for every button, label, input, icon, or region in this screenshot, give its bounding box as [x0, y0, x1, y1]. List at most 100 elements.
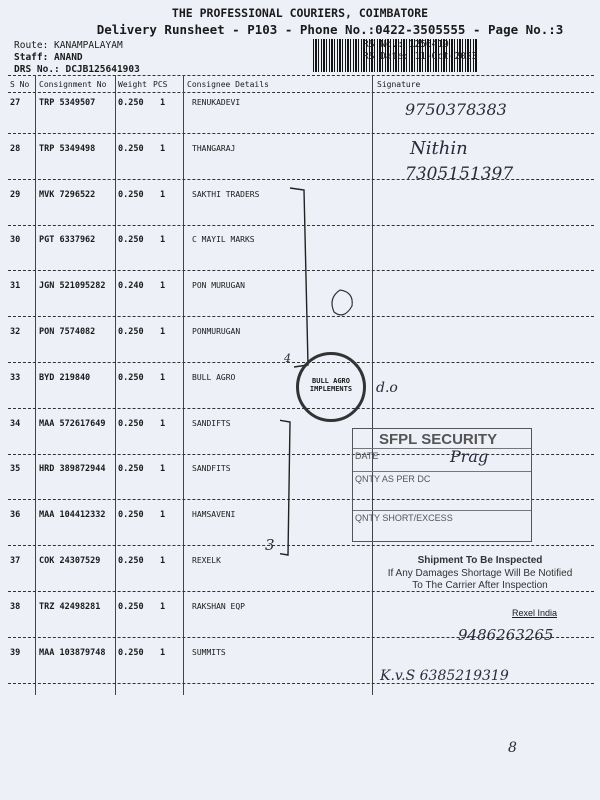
row-divider — [8, 682, 594, 684]
drs-number: DRS No.: DCJB125641903 — [14, 64, 140, 75]
row-consignee: SAKTHI TRADERS — [192, 189, 260, 199]
signature-27: 9750378383 — [405, 100, 507, 119]
row-pcs: 1 — [160, 235, 166, 246]
signature-38: 9486263265 — [458, 626, 554, 644]
row-consignment: COK 24307529 — [39, 556, 101, 566]
row-consignment: PON 7574082 — [39, 327, 96, 337]
signature-28-name: Nithin — [410, 138, 468, 159]
rs-date: RS Date: 11-Oct-2023 — [363, 51, 478, 62]
row-divider — [8, 636, 594, 638]
row-weight: 0.250 — [118, 98, 144, 108]
row-sno: 35 — [10, 464, 21, 475]
row-divider — [8, 453, 594, 455]
row-divider — [8, 545, 594, 547]
sfpl-qty: QNTY AS PER DC — [353, 471, 531, 486]
row-divider — [8, 270, 594, 272]
row-consignment: JGN 521095282 — [39, 281, 106, 292]
count-3: 3 — [265, 536, 275, 554]
row-divider — [8, 407, 594, 409]
row-pcs: 1 — [160, 327, 166, 337]
row-pcs: 1 — [160, 510, 166, 521]
row-pcs: 1 — [160, 189, 166, 200]
rs-number: RS No.: 1256419 — [363, 39, 449, 50]
bracket-marks — [280, 187, 353, 556]
col-signature: Signature — [377, 80, 421, 89]
row-sno: 37 — [10, 556, 21, 566]
row-pcs: 1 — [160, 418, 166, 429]
row-sno: 30 — [10, 235, 21, 246]
row-weight: 0.250 — [118, 647, 144, 658]
staff: Staff: ANAND — [14, 52, 83, 63]
row-sno: 28 — [10, 143, 21, 154]
row-sno: 29 — [10, 189, 21, 200]
row-weight: 0.250 — [118, 189, 144, 200]
row-consignee: SUMMITS — [192, 647, 226, 657]
row-weight: 0.250 — [118, 235, 144, 246]
row-consignment: MAA 103879748 — [39, 647, 106, 658]
col-pcs: PCS — [153, 80, 168, 89]
company-title: THE PROFESSIONAL COURIERS, COIMBATORE — [171, 6, 429, 20]
row-sno: 33 — [10, 372, 21, 383]
row-consignee: BULL AGRO — [192, 372, 236, 382]
row-divider — [8, 224, 594, 226]
divider — [8, 92, 594, 93]
row-consignee: THANGARAJ — [192, 143, 236, 153]
row-weight: 0.250 — [118, 464, 144, 475]
row-pcs: 1 — [160, 98, 166, 108]
sfpl-security-stamp: SFPL SECURITY DATE QNTY AS PER DC QNTY S… — [352, 428, 532, 542]
row-sno: 38 — [10, 601, 21, 612]
row-divider — [8, 499, 594, 501]
row-consignee: PONMURUGAN — [192, 327, 241, 336]
row-consignment: TRZ 42498281 — [39, 601, 101, 612]
row-consignee: SANDIFTS — [192, 418, 231, 428]
row-pcs: 1 — [160, 601, 166, 612]
sfpl-title: SFPL SECURITY — [379, 431, 498, 448]
row-consignee: SANDFITS — [192, 464, 231, 474]
row-divider — [8, 178, 594, 180]
row-consignment: PGT 6337962 — [39, 235, 96, 246]
stamp-signature: Prag — [450, 447, 489, 466]
row-sno: 27 — [10, 98, 21, 108]
row-pcs: 1 — [160, 143, 166, 154]
column-divider — [35, 75, 36, 695]
route: Route: KANAMPALAYAM — [14, 40, 123, 51]
row-sno: 39 — [10, 647, 21, 658]
row-weight: 0.250 — [118, 372, 144, 383]
row-consignee: PON MURUGAN — [192, 281, 245, 291]
inspection-note: Shipment To Be Inspected If Any Damages … — [387, 555, 573, 591]
barcode — [313, 39, 478, 72]
row-consignee: REXELK — [192, 556, 221, 565]
col-consignee: Consignee Details — [187, 80, 269, 89]
count-4: 4 — [284, 352, 291, 365]
row-pcs: 1 — [160, 281, 166, 292]
divider — [8, 75, 594, 76]
row-divider — [8, 133, 594, 134]
signature-28-phone: 7305151397 — [405, 164, 514, 184]
row-weight: 0.250 — [118, 601, 144, 612]
row-weight: 0.250 — [118, 556, 144, 566]
row-weight: 0.250 — [118, 418, 144, 429]
row-consignee: C MAYIL MARKS — [192, 235, 255, 245]
row-consignee: RAKSHAN EQP — [192, 601, 245, 611]
row-pcs: 1 — [160, 556, 166, 566]
row-weight: 0.250 — [118, 327, 144, 337]
row-pcs: 1 — [160, 647, 166, 658]
row-sno: 34 — [10, 418, 21, 429]
row-consignment: TRP 5349507 — [39, 98, 96, 108]
row-weight: 0.240 — [118, 281, 144, 292]
signature-33: d.o — [376, 380, 398, 396]
col-consignment: Consignment No — [39, 80, 107, 89]
row-consignment: BYD 219840 — [39, 372, 91, 383]
column-divider — [115, 75, 116, 695]
signature-39: K.v.S 6385219319 — [380, 668, 509, 684]
row-consignment: MVK 7296522 — [39, 189, 96, 200]
row-pcs: 1 — [160, 372, 166, 383]
row-consignment: MAA 104412332 — [39, 510, 106, 521]
row-consignment: HRD 389872944 — [39, 464, 106, 475]
row-sno: 32 — [10, 327, 21, 337]
sfpl-short: QNTY SHORT/EXCESS — [353, 510, 531, 525]
page-mark: 8 — [508, 740, 517, 756]
row-divider — [8, 316, 594, 318]
runsheet-subtitle: Delivery Runsheet - P103 - Phone No.:042… — [96, 22, 564, 37]
column-divider — [183, 75, 184, 695]
